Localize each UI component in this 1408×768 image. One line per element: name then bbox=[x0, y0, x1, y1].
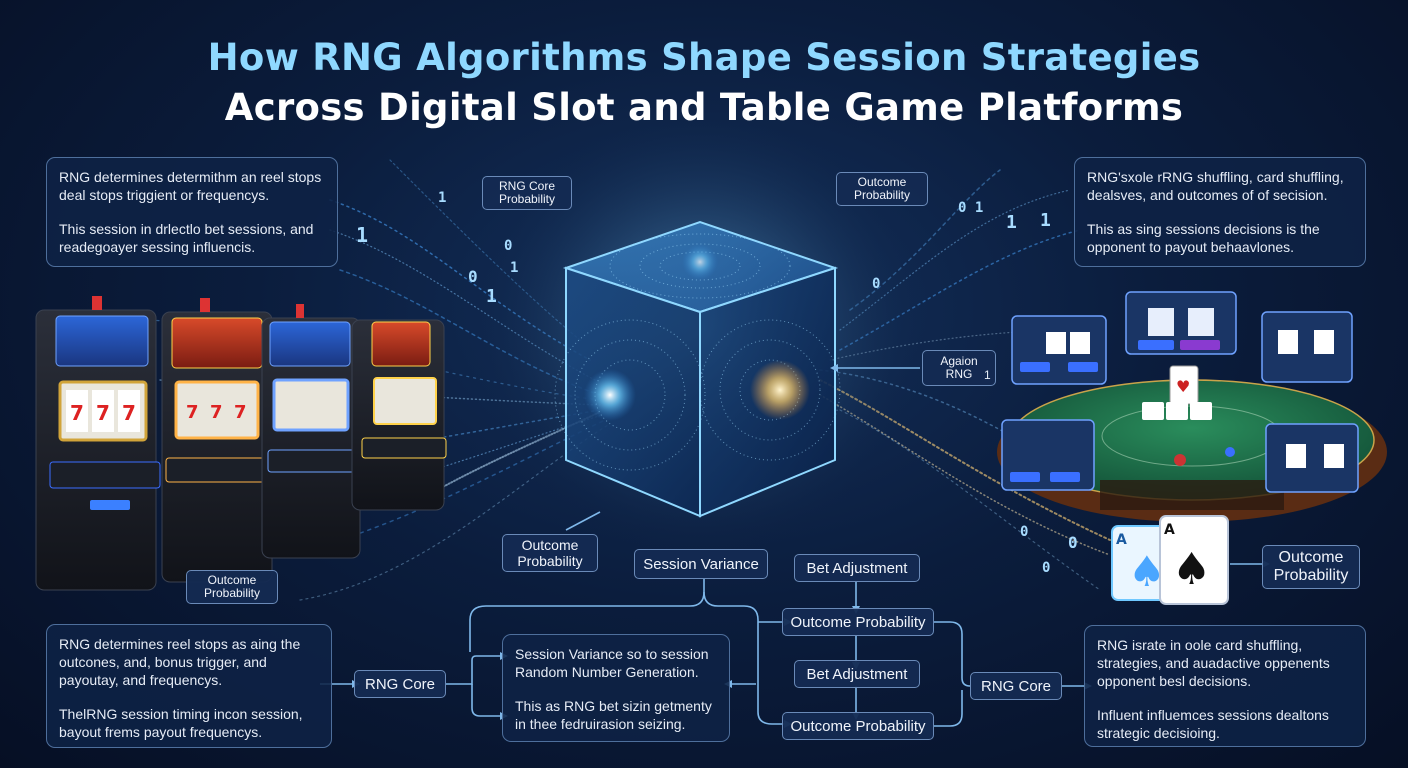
slot-machines: 7 7 7 7 7 7 bbox=[35, 296, 447, 591]
label-outcome-probability-slot: Outcome Probability bbox=[186, 570, 278, 604]
panel-bottom-left-text-1: RNG determines reel stops as aing the ou… bbox=[59, 636, 301, 688]
panel-bottom-center-text-2: This as RNG bet sizin getmenty in thee f… bbox=[515, 698, 712, 732]
label-session-variance: Session Variance bbox=[634, 549, 768, 579]
svg-text:7: 7 bbox=[234, 402, 247, 423]
binary-digit: 0 bbox=[468, 267, 478, 286]
binary-digit: 0 bbox=[1042, 560, 1050, 576]
label-bet-adjustment-2: Bet Adjustment bbox=[794, 660, 920, 688]
panel-top-left: RNG determines determithm an reel stops … bbox=[46, 157, 338, 267]
label-bet-adjustment-1: Bet Adjustment bbox=[794, 554, 920, 582]
label-outcome-probability-flow-1: Outcome Probability bbox=[782, 608, 934, 636]
panel-top-right-text-1: RNG'sxole rRNG shuffling, card shuffling… bbox=[1087, 169, 1344, 203]
svg-text:♥: ♥ bbox=[1176, 377, 1190, 396]
ace-cards: ♠ ♠ bbox=[1111, 515, 1229, 605]
svg-text:7: 7 bbox=[186, 402, 199, 423]
label-agaion-rng-text: Agaion RNG bbox=[940, 354, 978, 381]
label-rng-core-probability: RNG Core Probability bbox=[482, 176, 572, 210]
svg-text:♠: ♠ bbox=[1172, 544, 1211, 595]
rng-cube bbox=[554, 220, 841, 518]
svg-text:7: 7 bbox=[122, 401, 136, 425]
panel-top-left-text-1: RNG determines determithm an reel stops … bbox=[59, 169, 322, 203]
panel-top-left-text-2: This session in drlectlo bet sessions, a… bbox=[59, 221, 314, 255]
binary-digit: 0 bbox=[1020, 524, 1028, 540]
binary-digit: 1 bbox=[510, 260, 518, 276]
binary-digit: 0 bbox=[872, 276, 880, 292]
card-rank: A bbox=[1164, 522, 1175, 538]
card-rank-labels: A A bbox=[1116, 522, 1175, 548]
label-outcome-probability-flow-2: Outcome Probability bbox=[782, 712, 934, 740]
label-rng-core-right: RNG Core bbox=[970, 672, 1062, 700]
binary-digit: 0 bbox=[1068, 533, 1078, 552]
label-agaion-rng: Agaion RNG bbox=[922, 350, 996, 386]
title-line-1: How RNG Algorithms Shape Session Strateg… bbox=[207, 36, 1201, 79]
binary-digit: 1 bbox=[438, 190, 446, 206]
svg-text:7: 7 bbox=[210, 402, 223, 423]
binary-digits: 1 0 1 0 1 1 0 1 1 0 0 1 0 0 bbox=[356, 190, 1078, 576]
label-outcome-probability-cards: Outcome Probability bbox=[1262, 545, 1360, 589]
panel-bottom-left: RNG determines reel stops as aing the ou… bbox=[46, 624, 332, 748]
label-outcome-probability-top: Outcome Probability bbox=[836, 172, 928, 206]
panel-bottom-right-text-1: RNG israte in oole card shuffling, strat… bbox=[1097, 637, 1330, 689]
label-rng-core-left: RNG Core bbox=[354, 670, 446, 698]
svg-text:7: 7 bbox=[96, 401, 110, 425]
flow-connectors bbox=[320, 367, 1262, 727]
floating-game-windows bbox=[1001, 291, 1359, 493]
panel-bottom-right-text-2: Influent influemces sessions dealtons st… bbox=[1097, 707, 1329, 741]
panel-bottom-center-text-1: Session Variance so to session Random Nu… bbox=[515, 646, 709, 680]
panel-bottom-right: RNG israte in oole card shuffling, strat… bbox=[1084, 625, 1366, 747]
label-outcome-probability-mid: Outcome Probability bbox=[502, 534, 598, 572]
panel-top-right: RNG'sxole rRNG shuffling, card shuffling… bbox=[1074, 157, 1366, 267]
binary-digit: 0 bbox=[504, 238, 512, 254]
binary-digit: 1 bbox=[356, 223, 368, 247]
title-line-2: Across Digital Slot and Table Game Platf… bbox=[224, 86, 1184, 129]
card-rank: A bbox=[1116, 532, 1127, 548]
label-agaion-rng-digit: 1 bbox=[984, 368, 991, 382]
binary-digit: 1 bbox=[1040, 210, 1051, 231]
binary-digit: 1 bbox=[1006, 212, 1017, 233]
panel-bottom-center: Session Variance so to session Random Nu… bbox=[502, 634, 730, 742]
binary-digit: 0 1 bbox=[958, 200, 983, 216]
binary-digit: 1 bbox=[486, 286, 497, 307]
svg-text:7: 7 bbox=[70, 401, 84, 425]
panel-bottom-left-text-2: ThelRNG session timing incon session, ba… bbox=[59, 706, 303, 740]
panel-top-right-text-2: This as sing sessions decisions is the o… bbox=[1087, 221, 1320, 255]
